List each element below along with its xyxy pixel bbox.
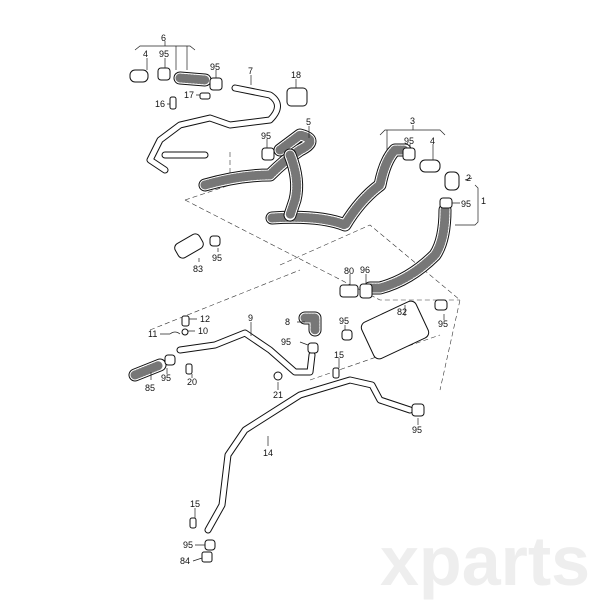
label-17: 17 — [184, 90, 194, 100]
label-95: 95 — [212, 253, 222, 263]
label-95: 95 — [210, 62, 220, 72]
label-14: 14 — [263, 448, 273, 458]
label-3: 3 — [410, 116, 415, 126]
label-80: 80 — [344, 266, 354, 276]
screw-17 — [199, 92, 211, 100]
pipe-7 — [146, 84, 281, 174]
connector-84 — [201, 551, 213, 563]
label-4: 4 — [143, 49, 148, 59]
label-8: 8 — [285, 317, 290, 327]
clip-11 — [169, 331, 181, 335]
label-2: 2 — [466, 173, 471, 183]
label-95: 95 — [161, 373, 171, 383]
elbow-8 — [298, 311, 322, 337]
label-7: 7 — [248, 66, 253, 76]
small-parts — [129, 67, 460, 563]
clamp-95 — [164, 354, 176, 366]
clamp-95 — [209, 77, 223, 91]
callout-labels: 6 4 95 95 7 18 17 16 95 5 3 95 4 2 95 1 … — [143, 33, 486, 566]
bolt-20 — [185, 363, 193, 375]
nut-21 — [273, 371, 283, 381]
clamp-95 — [209, 235, 221, 247]
label-95: 95 — [159, 49, 169, 59]
clamp-95 — [434, 299, 448, 311]
label-82: 82 — [397, 307, 407, 317]
label-6: 6 — [161, 33, 166, 43]
label-95: 95 — [404, 136, 414, 146]
label-83: 83 — [193, 264, 203, 274]
clamp-95 — [261, 147, 275, 161]
label-18: 18 — [291, 70, 301, 80]
label-84: 84 — [180, 556, 190, 566]
cooler-82 — [360, 300, 430, 360]
bolt-16 — [169, 96, 177, 110]
clamp-95 — [307, 342, 319, 354]
bolt-15 — [332, 367, 340, 379]
clamp-95 — [341, 329, 353, 341]
label-12: 12 — [200, 314, 210, 324]
label-15: 15 — [334, 350, 344, 360]
label-95: 95 — [261, 131, 271, 141]
clamp-95 — [402, 147, 416, 161]
label-95: 95 — [339, 316, 349, 326]
label-9: 9 — [248, 313, 253, 323]
clamp-95 — [411, 403, 425, 417]
clamp-96 — [359, 283, 373, 299]
clamp-95 — [204, 539, 216, 551]
label-20: 20 — [187, 377, 197, 387]
label-96: 96 — [360, 265, 370, 275]
hose-85 — [128, 358, 167, 382]
hose-1 — [363, 203, 452, 295]
connector-80 — [339, 284, 359, 298]
label-15: 15 — [190, 499, 200, 509]
clamp-95 — [439, 197, 453, 209]
label-95: 95 — [461, 199, 471, 209]
hose-6 — [173, 71, 212, 87]
clamp-95 — [157, 67, 171, 81]
elbow-4 — [129, 69, 149, 83]
label-4: 4 — [430, 136, 435, 146]
pipe-9 — [176, 329, 316, 376]
label-95: 95 — [183, 540, 193, 550]
sensor-12 — [181, 315, 190, 327]
label-5: 5 — [306, 117, 311, 127]
pipe-14 — [204, 376, 414, 534]
seal-10 — [181, 328, 189, 336]
label-95: 95 — [438, 319, 448, 329]
label-85: 85 — [145, 383, 155, 393]
label-16: 16 — [155, 99, 165, 109]
bolt-15 — [189, 517, 197, 529]
label-1: 1 — [481, 196, 486, 206]
label-21: 21 — [273, 390, 283, 400]
label-95: 95 — [281, 337, 291, 347]
elbow-2 — [444, 171, 460, 191]
leader-lines — [134, 41, 479, 562]
pump-83 — [174, 233, 204, 259]
elbow-4 — [419, 159, 441, 173]
label-95: 95 — [412, 425, 422, 435]
hose-5 — [198, 128, 412, 232]
bushing-18 — [286, 87, 308, 107]
watermark: xparts — [380, 522, 590, 600]
label-10: 10 — [198, 326, 208, 336]
label-11: 11 — [148, 329, 157, 339]
